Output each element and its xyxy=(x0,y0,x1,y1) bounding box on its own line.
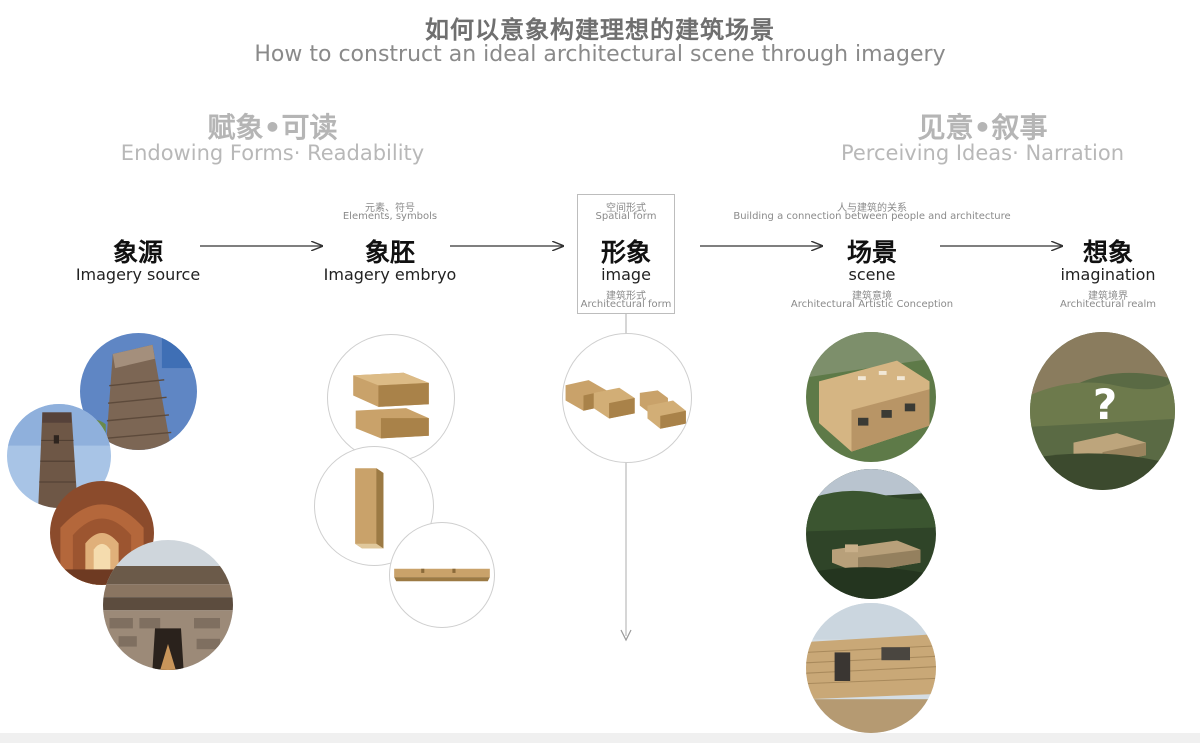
stage-imagination-cn: 想象 xyxy=(1082,238,1133,267)
photo-scene-aerial-building xyxy=(806,332,936,462)
photo-timber-kiln xyxy=(103,540,233,670)
photo-scene-wooden-facade xyxy=(806,603,936,733)
embryo-long-bar xyxy=(389,522,495,628)
stage-image-top-en: Spatial form xyxy=(595,211,657,222)
embryo-interlocked-blocks xyxy=(327,334,455,462)
stage-source-cn: 象源 xyxy=(112,238,163,267)
stage-image-cn: 形象 xyxy=(600,238,651,267)
stage-embryo-en: Imagery embryo xyxy=(323,265,457,284)
spatial-form-box xyxy=(577,194,675,314)
photo-scene-forest-building xyxy=(806,469,936,599)
photo-imagination-mountain xyxy=(1030,332,1175,490)
stage-scene-en: scene xyxy=(848,265,896,284)
stage-scene-top-en: Building a connection between people and… xyxy=(733,211,1011,222)
main-title-en: How to construct an ideal architectural … xyxy=(254,42,946,67)
main-title-cn: 如何以意象构建理想的建筑场景 xyxy=(425,16,775,44)
stage-image-bottom-cn: 建筑形式 xyxy=(606,291,646,302)
stage-scene-bottom-cn: 建筑意境 xyxy=(852,291,892,302)
stage-image-bottom-en: Architectural form xyxy=(580,299,672,310)
section-right-title-cn: 见意•叙事 xyxy=(917,111,1048,144)
section-right-title-en: Perceiving Ideas· Narration xyxy=(840,141,1125,165)
stage-image-en: image xyxy=(601,265,651,284)
stage-scene-cn: 场景 xyxy=(846,238,897,267)
stage-imagination-en: imagination xyxy=(1060,265,1156,284)
image-building-massing xyxy=(562,333,692,463)
stage-scene-bottom-en: Architectural Artistic Conception xyxy=(790,299,954,310)
stage-embryo-top-en: Elements, symbols xyxy=(342,211,438,222)
stage-embryo-top-cn: 元素、符号 xyxy=(365,203,415,214)
section-left-title-cn: 赋象•可读 xyxy=(207,111,338,144)
question-mark-icon: ? xyxy=(1092,380,1118,429)
stage-imagination-bottom-en: Architectural realm xyxy=(1059,299,1157,310)
bottom-strip xyxy=(0,733,1200,743)
section-left-title-en: Endowing Forms· Readability xyxy=(120,141,425,165)
stage-scene-top-cn: 人与建筑的关系 xyxy=(837,203,907,214)
stage-embryo-cn: 象胚 xyxy=(364,238,415,267)
stage-imagination-bottom-cn: 建筑境界 xyxy=(1088,291,1128,302)
stage-source-en: Imagery source xyxy=(75,265,201,284)
stage-image-top-cn: 空间形式 xyxy=(606,203,646,214)
